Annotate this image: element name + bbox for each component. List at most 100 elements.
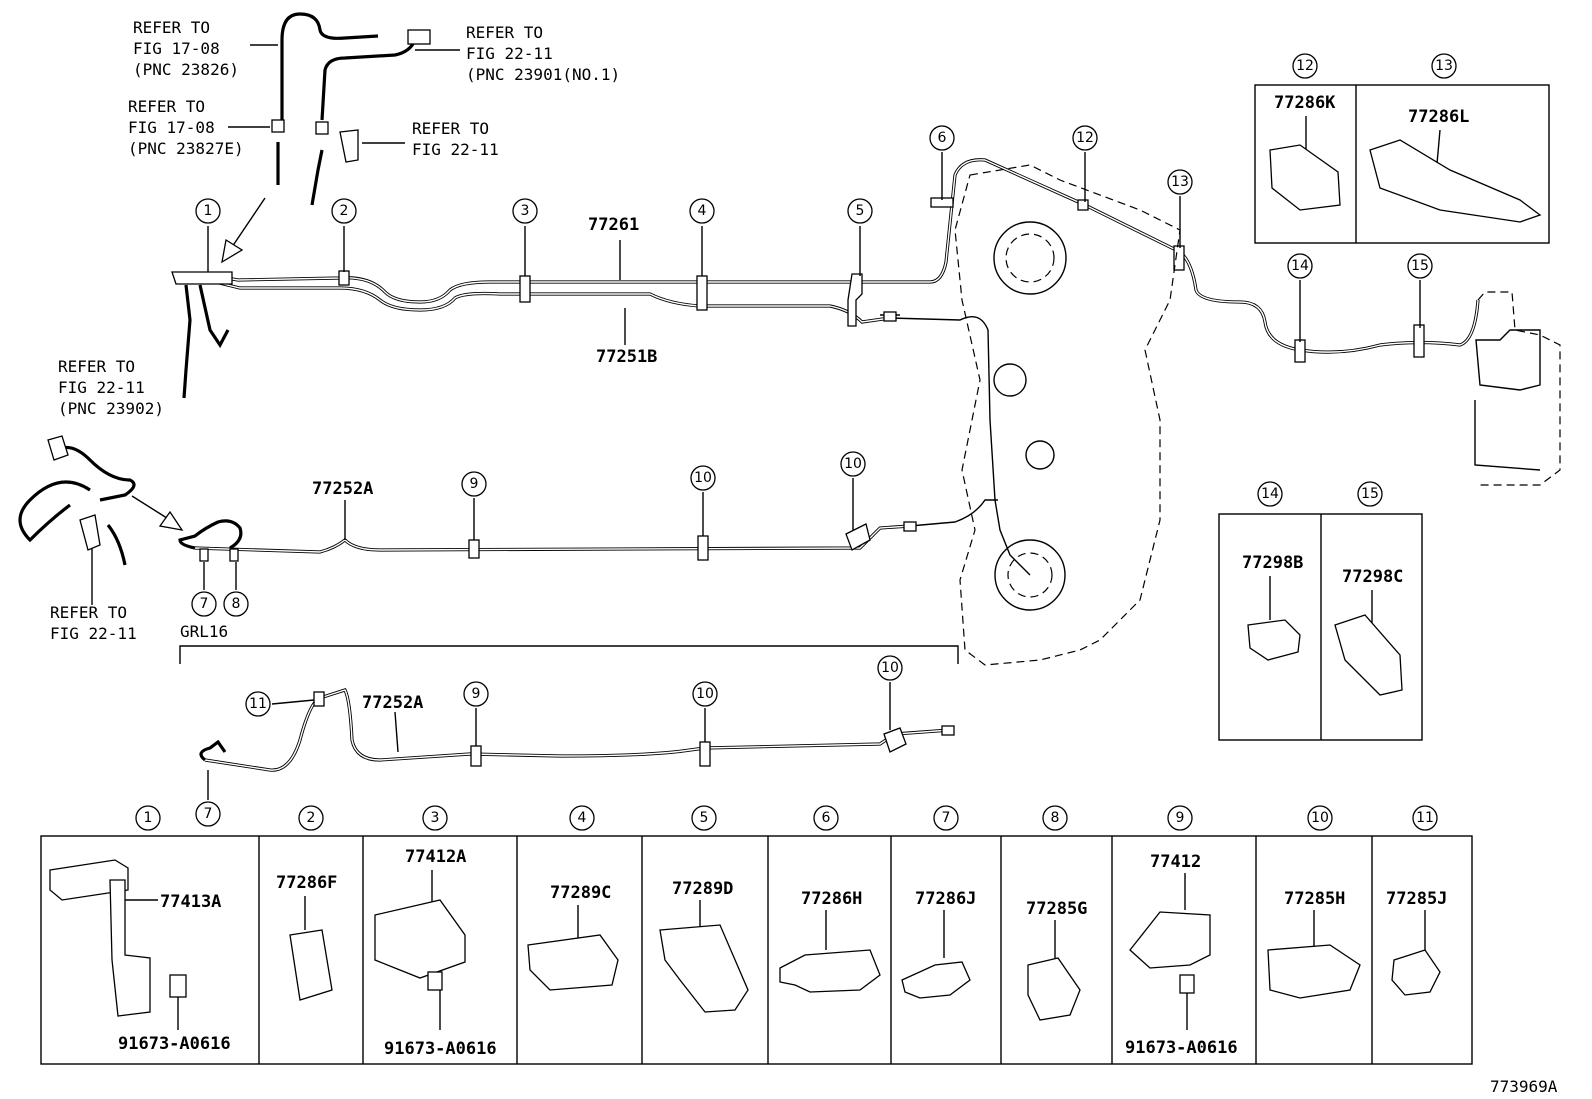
inset-12-13 xyxy=(1254,84,1550,244)
part-77285H-drawing xyxy=(1267,910,1361,999)
clip-10 xyxy=(697,535,709,561)
svg-text:5: 5 xyxy=(700,810,709,826)
callout-10b: 10 xyxy=(840,451,866,477)
label-77412A: 77412A xyxy=(405,847,466,867)
callout-14: 14 xyxy=(1287,253,1313,279)
callout-6: 6 xyxy=(929,125,955,151)
svg-text:12: 12 xyxy=(1076,130,1094,146)
svg-text:2: 2 xyxy=(307,810,316,826)
pipe-77252A-core xyxy=(194,525,911,553)
svg-text:13: 13 xyxy=(1435,58,1453,74)
ref-5-line-3: (PNC 23902) xyxy=(58,399,164,418)
ref-1-line-3: (PNC 23826) xyxy=(133,60,239,79)
ref-2-line-1: REFER TO xyxy=(466,23,543,42)
part-77412A-drawing xyxy=(374,870,466,1030)
clip-13 xyxy=(1173,245,1185,271)
label-77286J: 77286J xyxy=(915,889,976,909)
ref-6-line-1: REFER TO xyxy=(50,603,127,622)
callout-7: 7 xyxy=(191,591,217,617)
callout-9-lower: 9 xyxy=(463,681,489,707)
part-77413A-drawing xyxy=(49,859,187,1030)
table-callout-9: 9 xyxy=(1167,805,1193,831)
callout-13-inset: 13 xyxy=(1431,53,1457,79)
clip-10b xyxy=(845,523,871,551)
table-callout-2: 2 xyxy=(298,805,324,831)
callout-1: 1 xyxy=(195,198,221,224)
callout-5: 5 xyxy=(847,198,873,224)
svg-text:11: 11 xyxy=(249,696,267,712)
clip-77298B-shape xyxy=(1247,619,1301,661)
ref-1-line-1: REFER TO xyxy=(133,18,210,37)
label-77412: 77412 xyxy=(1150,852,1201,872)
callout-10: 10 xyxy=(690,465,716,491)
flex-hose-left xyxy=(182,284,192,399)
svg-text:8: 8 xyxy=(1051,810,1060,826)
parts-table xyxy=(40,835,1473,1065)
svg-text:15: 15 xyxy=(1411,258,1429,274)
bracket-ref-22-11 xyxy=(339,129,359,163)
label-77286H: 77286H xyxy=(801,889,862,909)
callout-12-inset: 12 xyxy=(1292,53,1318,79)
label-77286L: 77286L xyxy=(1408,107,1469,127)
clip-10b-lower xyxy=(883,727,907,753)
svg-text:9: 9 xyxy=(472,686,481,702)
callout-12: 12 xyxy=(1072,125,1098,151)
ref-5-line-1: REFER TO xyxy=(58,357,135,376)
part-77285G-drawing xyxy=(1027,920,1081,1021)
label-77285H: 77285H xyxy=(1284,889,1345,909)
svg-text:5: 5 xyxy=(856,203,865,219)
ref-3-line-3: (PNC 23827E) xyxy=(128,139,244,158)
svg-text:9: 9 xyxy=(470,476,479,492)
label-91673-A0616-1: 91673-A0616 xyxy=(118,1034,231,1054)
hose-connector xyxy=(407,29,431,45)
label-77285G: 77285G xyxy=(1026,899,1087,919)
clip-77298C-shape xyxy=(1334,614,1403,696)
label-77252A: 77252A xyxy=(312,479,373,499)
hose-stub-2 xyxy=(310,149,324,206)
tank-port-1 xyxy=(993,221,1067,295)
svg-text:8: 8 xyxy=(232,596,241,612)
callout-11: 11 xyxy=(245,691,271,717)
svg-text:13: 13 xyxy=(1171,174,1189,190)
label-77298C: 77298C xyxy=(1342,567,1403,587)
table-callout-1: 1 xyxy=(135,805,161,831)
pipe-77252A-loop xyxy=(178,519,243,550)
clip-10-lower xyxy=(699,741,711,767)
label-77289D: 77289D xyxy=(672,879,733,899)
pipe-union-2 xyxy=(903,521,917,532)
svg-text:4: 4 xyxy=(698,203,707,219)
callout-8: 8 xyxy=(223,591,249,617)
pipe-77252A-tail xyxy=(909,499,998,527)
table-callout-10: 10 xyxy=(1307,805,1333,831)
pipe-77252A-lower-core xyxy=(204,689,951,771)
ref-5-line-2: FIG 22-11 xyxy=(58,378,145,397)
hose-23826 xyxy=(280,12,379,130)
hose-23902-b xyxy=(18,480,91,543)
canister-outline xyxy=(1477,291,1561,486)
variant-bracket xyxy=(179,645,959,664)
tank-pump-inner xyxy=(1007,552,1053,598)
tank-port-2 xyxy=(993,363,1027,397)
svg-text:7: 7 xyxy=(942,810,951,826)
arrow-head-1 xyxy=(221,238,244,264)
clip-11 xyxy=(313,691,325,707)
clip-5 xyxy=(847,273,863,327)
callout-9: 9 xyxy=(461,471,487,497)
svg-text:6: 6 xyxy=(938,130,947,146)
svg-text:3: 3 xyxy=(431,810,440,826)
hose-23902 xyxy=(54,445,136,502)
pipe-77251B-tail xyxy=(889,316,996,501)
svg-text:2: 2 xyxy=(340,203,349,219)
pipe-lower-hook xyxy=(199,739,227,762)
ref-6-line-2: FIG 22-11 xyxy=(50,624,137,643)
callout-14-inset: 14 xyxy=(1257,481,1283,507)
hose-23901 xyxy=(320,39,417,121)
hose-connector-2 xyxy=(47,435,69,461)
ref-2-line-2: FIG 22-11 xyxy=(466,44,553,63)
tank-port-3 xyxy=(1025,440,1055,470)
fuel-tank-outline xyxy=(954,164,1181,666)
clip-9-lower xyxy=(470,745,482,767)
svg-text:10: 10 xyxy=(844,456,862,472)
clip-9 xyxy=(468,539,480,559)
